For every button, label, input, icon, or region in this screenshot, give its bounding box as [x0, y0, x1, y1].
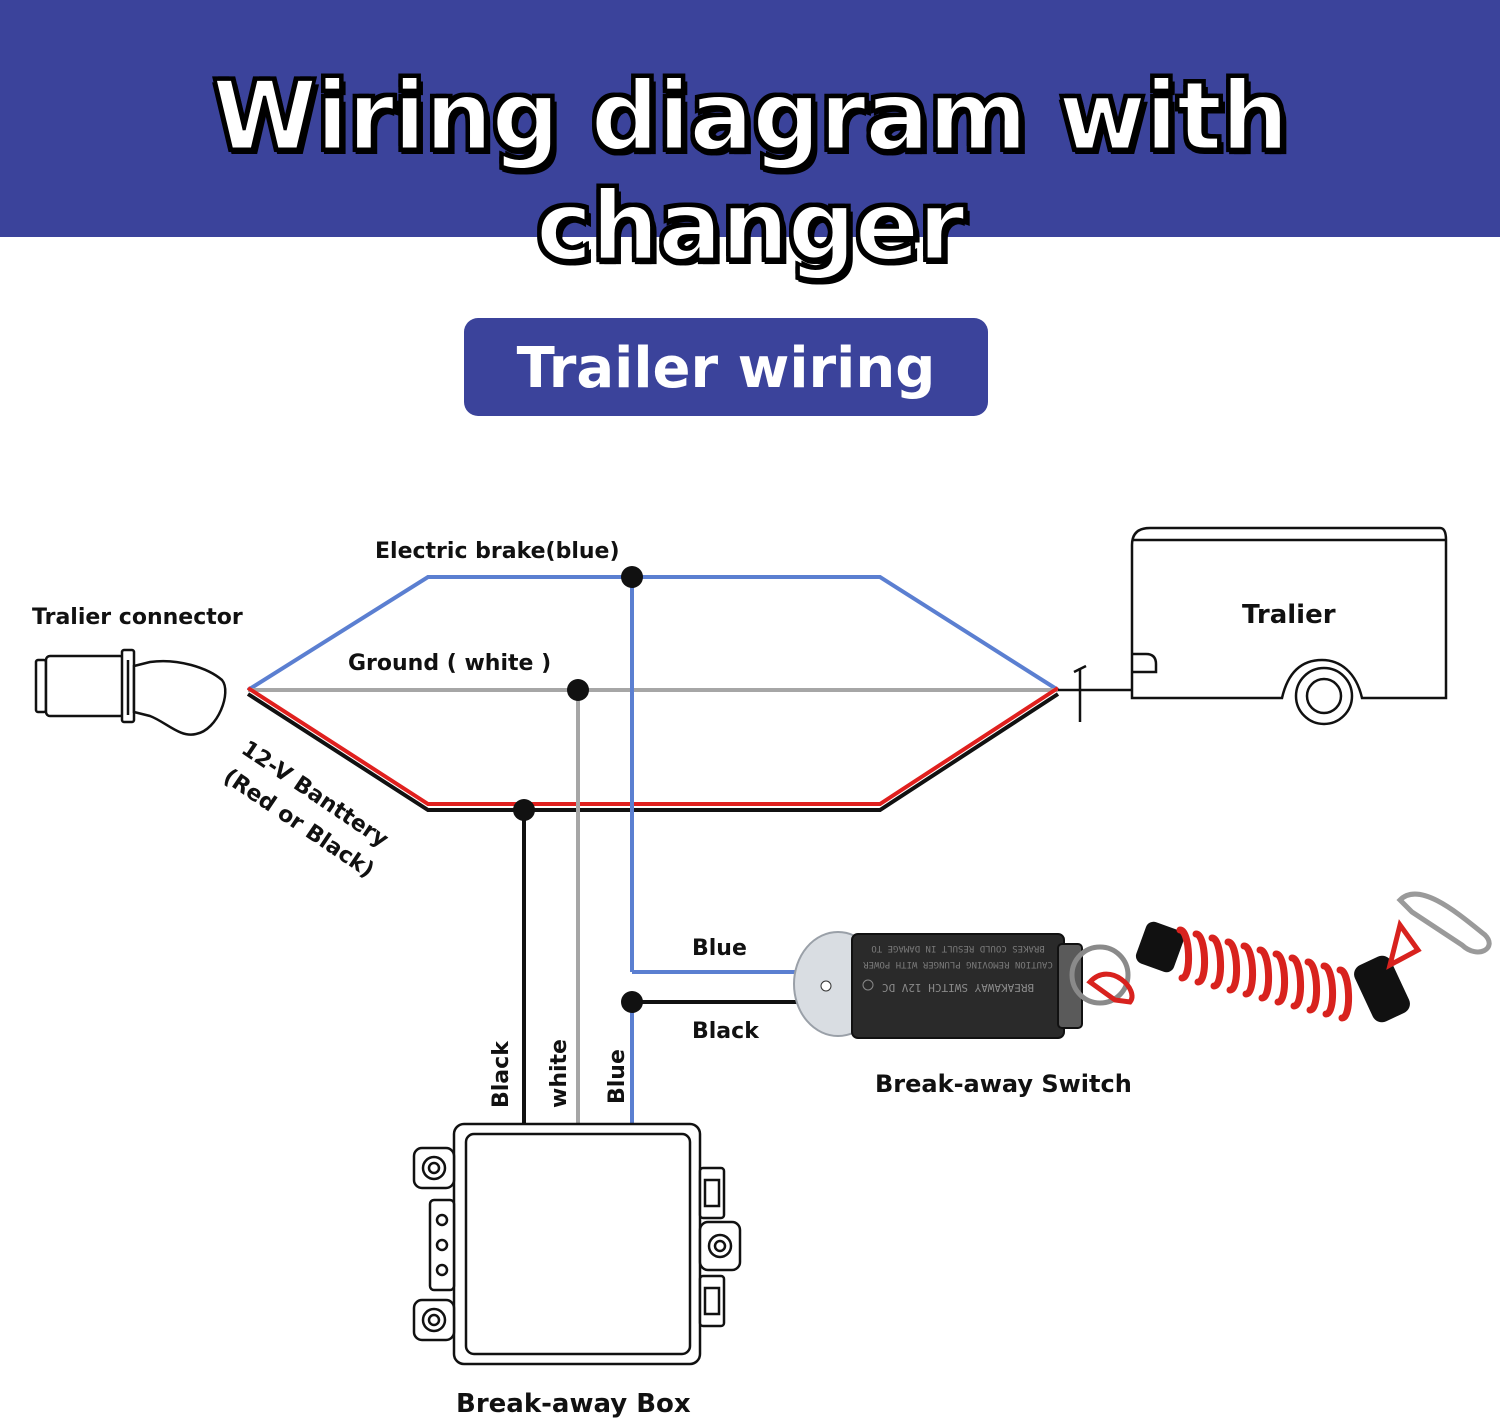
junction-dot-icon — [567, 679, 589, 701]
junction-dot-icon — [621, 566, 643, 588]
box-blue-label: Blue — [605, 1049, 630, 1104]
junction-dot-icon — [513, 799, 535, 821]
trailer-connector-icon — [34, 648, 227, 736]
page-title: Wiring diagram with changer — [211, 61, 1291, 284]
switch-print-1: BRAKES COULD RESULT IN DAMAGE TO — [871, 943, 1044, 953]
coil-cable-icon — [1069, 891, 1492, 1023]
section-pill: Trailer wiring — [464, 318, 988, 416]
title-banner: Wiring diagram with changer — [0, 0, 1500, 284]
box-black-label: Black — [489, 1040, 514, 1108]
battery-wire-red — [246, 686, 1060, 806]
switch-blue-label: Blue — [692, 936, 747, 961]
breakaway-switch-label: Break-away Switch — [875, 1070, 1132, 1098]
ground-label: Ground ( white ) — [348, 651, 551, 676]
switch-black-label: Black — [692, 1019, 760, 1044]
switch-print-3: BREAKAWAY SWITCH 12V DC — [882, 981, 1034, 994]
electric-brake-wire — [246, 575, 1060, 692]
trailer-label: Tralier — [1242, 600, 1336, 630]
breakaway-box-icon — [412, 1122, 742, 1366]
breakaway-box-label: Break-away Box — [456, 1389, 691, 1419]
box-white-label: white — [547, 1039, 572, 1108]
switch-print-2: CAUTION REMOVING PLUNGER WITH POWER — [863, 959, 1053, 969]
trailer-connector-label: Tralier connector — [32, 605, 243, 630]
wire-network — [246, 575, 1060, 1125]
battery-wire-black — [246, 692, 1060, 812]
electric-brake-label: Electric brake(blue) — [375, 539, 620, 564]
trailer-icon — [1058, 526, 1448, 726]
breakaway-switch-icon: BRAKES COULD RESULT IN DAMAGE TO CAUTION… — [793, 931, 1083, 1039]
section-label: Trailer wiring — [516, 336, 936, 401]
junction-dots — [513, 566, 643, 1013]
junction-dot-icon — [621, 991, 643, 1013]
